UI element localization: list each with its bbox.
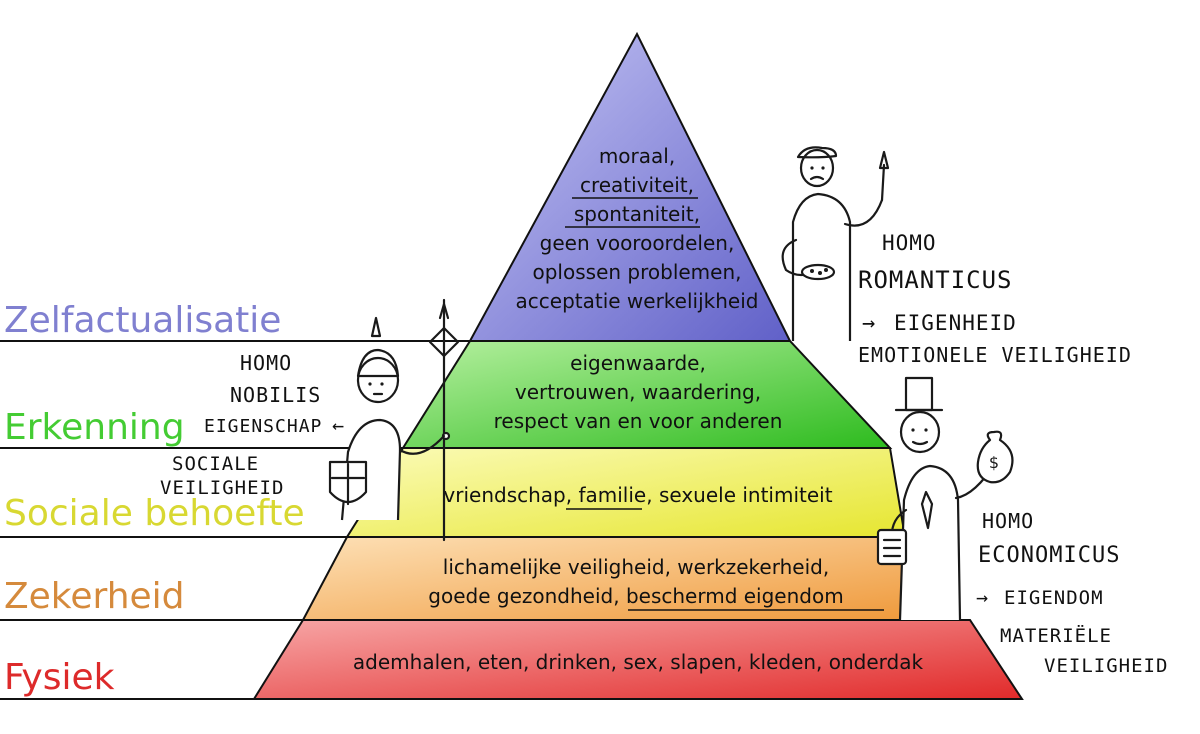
romanticus-need: EMOTIONELE VEILIGHEID bbox=[858, 343, 1132, 367]
level-label-zekerheid: Zekerheid bbox=[4, 576, 185, 617]
level-label-fysiek: Fysiek bbox=[4, 657, 115, 698]
nobilis-name-2: NOBILIS bbox=[230, 383, 321, 407]
nobilis-name-1: HOMO bbox=[240, 351, 292, 375]
social-text-familie: familie bbox=[578, 483, 646, 507]
top-tier-line-3: spontaniteit, bbox=[574, 202, 700, 226]
safety-text-beschermd: beschermd eigendom bbox=[626, 584, 844, 608]
briefcase-icon bbox=[876, 528, 908, 566]
pyramid-tier-physical bbox=[252, 619, 1024, 700]
money-bag-icon: $ bbox=[976, 430, 1014, 484]
level-label-zelfactualisatie: Zelfactualisatie bbox=[4, 300, 281, 341]
esteem-line-3: respect van en voor anderen bbox=[494, 409, 783, 433]
top-tier-line-6: acceptatie werkelijkheid bbox=[516, 289, 759, 313]
level-label-sociale-behoefte: Sociale behoefte bbox=[4, 493, 305, 534]
businessman-figure-icon: $ bbox=[876, 376, 1014, 621]
esteem-line-1: eigenwaarde, bbox=[570, 351, 706, 375]
nobilis-arrow: ← bbox=[332, 413, 345, 437]
economicus-need-2: VEILIGHEID bbox=[1044, 655, 1168, 677]
romanticus-name-1: HOMO bbox=[882, 231, 937, 255]
safety-text-pre: goede gezondheid, bbox=[428, 584, 626, 608]
safety-line-2: goede gezondheid, beschermd eigendom bbox=[428, 584, 843, 608]
esteem-line-2: vertrouwen, waardering, bbox=[515, 380, 761, 404]
romanticus-arrow: → bbox=[862, 311, 876, 336]
nobilis-need-2: VEILIGHEID bbox=[160, 477, 284, 499]
top-tier-line-4: geen vooroordelen, bbox=[540, 231, 735, 255]
romanticus-value: EIGENHEID bbox=[894, 311, 1017, 335]
palette-icon bbox=[800, 263, 836, 281]
top-tier-line-1: moraal, bbox=[599, 144, 675, 168]
level-label-erkenning: Erkenning bbox=[4, 407, 185, 448]
social-text-pre: vriendschap, bbox=[443, 483, 578, 507]
top-tier-line-5: oplossen problemen, bbox=[533, 260, 742, 284]
romanticus-name-2: ROMANTICUS bbox=[858, 266, 1013, 294]
svg-text:$: $ bbox=[989, 453, 999, 472]
economicus-need-1: MATERIËLE bbox=[1000, 624, 1112, 647]
safety-line-1: lichamelijke veiligheid, werkzekerheid, bbox=[443, 555, 829, 579]
physical-line-1: ademhalen, eten, drinken, sex, slapen, k… bbox=[353, 650, 924, 674]
artist-figure-icon bbox=[781, 146, 890, 341]
social-text-post: , sexuele intimiteit bbox=[646, 483, 832, 507]
economicus-value: EIGENDOM bbox=[1004, 587, 1104, 609]
top-tier-line-2: creativiteit, bbox=[580, 173, 694, 197]
nobilis-value: EIGENSCHAP bbox=[204, 416, 322, 437]
nobilis-need-1: SOCIALE bbox=[172, 453, 259, 475]
social-line: vriendschap, familie, sexuele intimiteit bbox=[443, 483, 832, 507]
economicus-name-1: HOMO bbox=[982, 509, 1034, 533]
knight-figure-icon bbox=[328, 298, 460, 542]
shield-icon bbox=[328, 460, 368, 506]
economicus-name-2: ECONOMICUS bbox=[978, 543, 1120, 568]
economicus-arrow: → bbox=[976, 585, 989, 609]
